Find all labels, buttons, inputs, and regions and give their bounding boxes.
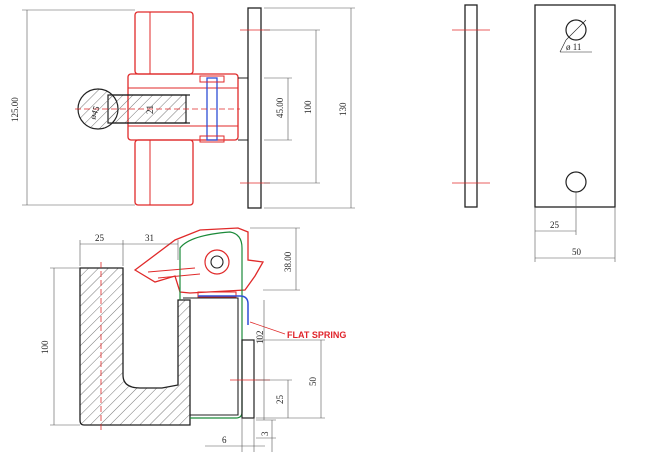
pivot-outer <box>204 249 230 275</box>
top-left-view: 125.00 ø45 21 45.00 100 130 <box>10 7 355 209</box>
dim-21: 21 <box>145 105 155 114</box>
dim-50-hook: 50 <box>308 377 318 387</box>
hook-side-view: FLAT SPRING 25 31 38.00 102 100 50 25 <box>40 227 346 452</box>
red-bar-upper <box>134 11 194 75</box>
dim-25-plate: 25 <box>550 220 560 230</box>
hatched-hook <box>79 267 191 426</box>
red-latch <box>133 227 265 294</box>
side-plate <box>247 7 262 209</box>
dim-125: 125.00 <box>10 97 20 122</box>
plate-face <box>534 4 616 208</box>
red-bar-lower <box>134 139 194 206</box>
dim-dia-45: ø45 <box>87 104 101 121</box>
dim-dia-11: ø 11 <box>566 42 581 52</box>
plate-edge-view <box>452 4 490 208</box>
dim-130: 130 <box>338 102 348 116</box>
hole-upper <box>565 19 587 41</box>
flat-spring <box>198 295 249 325</box>
dim-100-hook: 100 <box>40 340 50 354</box>
green-body <box>179 231 243 419</box>
dim-25-hook: 25 <box>95 233 105 243</box>
dim-3: 3 <box>260 431 270 436</box>
pivot-inner <box>210 255 224 269</box>
flat-spring-label: FLAT SPRING <box>287 330 346 340</box>
dim-100-top: 100 <box>303 100 313 114</box>
dim-102: 102 <box>255 331 265 345</box>
dim-25-bottom: 25 <box>275 395 285 405</box>
dim-31-hook: 31 <box>145 233 154 243</box>
dim-50-plate: 50 <box>572 247 582 257</box>
hole-lower <box>565 171 587 193</box>
blue-axle <box>206 77 218 141</box>
dim-38: 38.00 <box>283 251 293 272</box>
dim-6: 6 <box>222 435 227 445</box>
plate-face-view: ø 11 25 50 <box>534 4 616 262</box>
dim-45: 45.00 <box>275 97 285 118</box>
plate-edge <box>464 4 478 208</box>
hook-plate <box>241 339 255 419</box>
